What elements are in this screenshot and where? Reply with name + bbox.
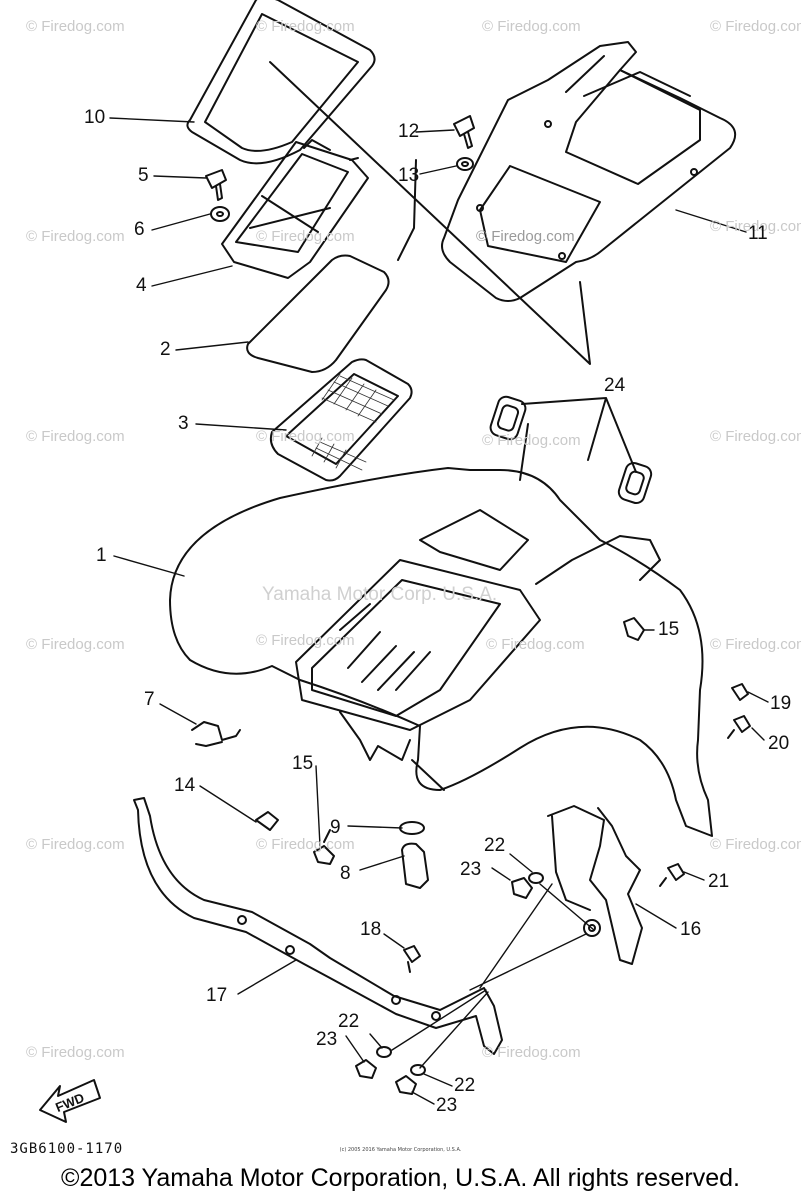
callout-10: 10 [84, 107, 106, 128]
center-watermark: Yamaha Motor Corp. U.S.A. [262, 584, 498, 605]
fwd-arrow-icon [39, 1079, 101, 1123]
callout-12: 12 [398, 121, 420, 142]
callout-22-right: 22 [484, 835, 506, 856]
part-17-bumper [133, 797, 503, 1055]
callout-7: 7 [144, 689, 155, 710]
callout-22: 22 [338, 1011, 360, 1032]
callout-21: 21 [708, 871, 730, 892]
watermark: © Firedog.com [486, 636, 585, 653]
filter-mesh-pattern [311, 373, 395, 471]
part-4-lid-frame [221, 139, 369, 279]
callout-23-lower: 23 [436, 1095, 458, 1116]
callout-2: 2 [160, 339, 171, 360]
watermark: © Firedog.com [26, 428, 125, 445]
watermark: © Firedog.com [710, 836, 801, 853]
watermark: © Firedog.com [26, 228, 125, 245]
callout-11: 11 [748, 223, 768, 244]
fine-print: (c) 2005 2016 Yamaha Motor Corporation, … [339, 1147, 462, 1153]
callout-8: 8 [340, 863, 351, 884]
callout-1: 1 [96, 545, 107, 566]
callout-9: 9 [330, 817, 341, 838]
watermark: © Firedog.com [482, 432, 581, 449]
callout-4: 4 [136, 275, 147, 296]
callout-6: 6 [134, 219, 145, 240]
watermark: © Firedog.com [26, 18, 125, 35]
part-3-filter [269, 358, 413, 482]
watermark: © Firedog.com [26, 1044, 125, 1061]
watermark: © Firedog.com [710, 636, 801, 653]
callout-22-lower: 22 [454, 1075, 476, 1096]
part-1-fender [169, 467, 713, 837]
part-24-grommets [489, 395, 653, 505]
callout-18: 18 [360, 919, 382, 940]
watermark: © Firedog.com [256, 428, 355, 445]
part-11-cover [441, 41, 737, 302]
watermark: © Firedog.com [256, 228, 355, 245]
callout-24: 24 [604, 375, 626, 396]
callout-23-right: 23 [460, 859, 482, 880]
part-10-seal-frame [186, 0, 376, 165]
watermark: © Firedog.com [710, 428, 801, 445]
callout-leader-lines [109, 117, 769, 1105]
fasteners [191, 115, 751, 1095]
watermark: © Firedog.com [256, 18, 355, 35]
callout-15-upper: 15 [658, 619, 680, 640]
watermark: © Firedog.com [710, 218, 801, 235]
callout-20: 20 [768, 733, 790, 754]
callout-14: 14 [174, 775, 196, 796]
watermark: © Firedog.com [256, 632, 355, 649]
watermark: © Firedog.com [710, 18, 801, 35]
callout-5: 5 [138, 165, 149, 186]
callout-13: 13 [398, 165, 420, 186]
assembly-leader-lines [269, 61, 591, 365]
watermark: © Firedog.com [476, 228, 575, 245]
watermark: © Firedog.com [26, 836, 125, 853]
callout-19: 19 [770, 693, 792, 714]
watermark: © Firedog.com [256, 836, 355, 853]
watermark: © Firedog.com [482, 18, 581, 35]
part-16-bracket [547, 805, 643, 965]
callout-3: 3 [178, 413, 189, 434]
callout-17: 17 [206, 985, 228, 1006]
diagram-code: 3GB6100-1170 [10, 1141, 124, 1157]
callout-15: 15 [292, 753, 314, 774]
callout-16: 16 [680, 919, 702, 940]
part-2-pad [246, 254, 390, 373]
watermark: © Firedog.com [26, 636, 125, 653]
callout-23: 23 [316, 1029, 338, 1050]
copyright-notice: ©2013 Yamaha Motor Corporation, U.S.A. A… [61, 1164, 740, 1192]
watermark: © Firedog.com [482, 1044, 581, 1061]
